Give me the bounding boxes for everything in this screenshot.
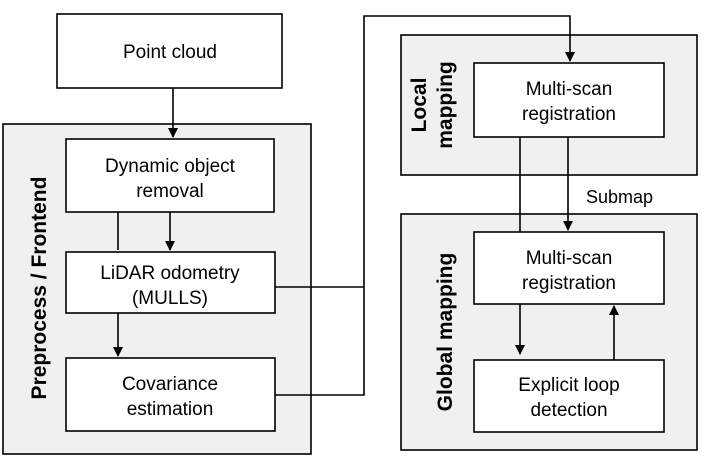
node-local-multi-scan-line-1: Multi-scan: [526, 79, 613, 100]
node-global-multi-scan-line-2: registration: [522, 273, 616, 294]
node-global-multi-scan-line-1: Multi-scan: [526, 248, 613, 269]
edge-covariance-to-local: [275, 15, 575, 396]
node-global-multi-scan-registration: Multi-scan registration: [473, 231, 665, 305]
node-lidar-odometry: LiDAR odometry (MULLS): [65, 251, 276, 314]
node-explicit-loop-detection: Explicit loop detection: [473, 359, 665, 433]
node-covariance-estimation: Covariance estimation: [65, 357, 276, 432]
node-lidar-odometry-line-2: (MULLS): [132, 288, 208, 309]
local-mapping-title-line-1: Local: [408, 78, 431, 133]
node-local-multi-scan-line-2: registration: [522, 104, 616, 125]
node-explicit-loop-detection-line-1: Explicit loop: [518, 375, 619, 396]
node-explicit-loop-detection-line-2: detection: [530, 400, 607, 421]
node-covariance-estimation-line-2: estimation: [127, 399, 214, 420]
node-dynamic-object-removal: Dynamic object removal: [65, 138, 275, 213]
node-point-cloud: Point cloud: [56, 13, 283, 89]
node-lidar-odometry-line-1: LiDAR odometry: [100, 263, 240, 284]
node-dynamic-object-removal-line-2: removal: [136, 181, 204, 202]
submap-label: Submap: [586, 187, 653, 207]
node-local-multi-scan-registration: Multi-scan registration: [473, 62, 665, 138]
frontend-group-title: Preprocess / Frontend: [28, 177, 51, 400]
local-mapping-title-line-2: mapping: [434, 61, 457, 149]
node-covariance-estimation-line-1: Covariance: [122, 374, 218, 395]
node-dynamic-object-removal-line-1: Dynamic object: [105, 156, 236, 177]
node-point-cloud-label: Point cloud: [123, 42, 217, 63]
global-mapping-title: Global mapping: [434, 253, 457, 412]
